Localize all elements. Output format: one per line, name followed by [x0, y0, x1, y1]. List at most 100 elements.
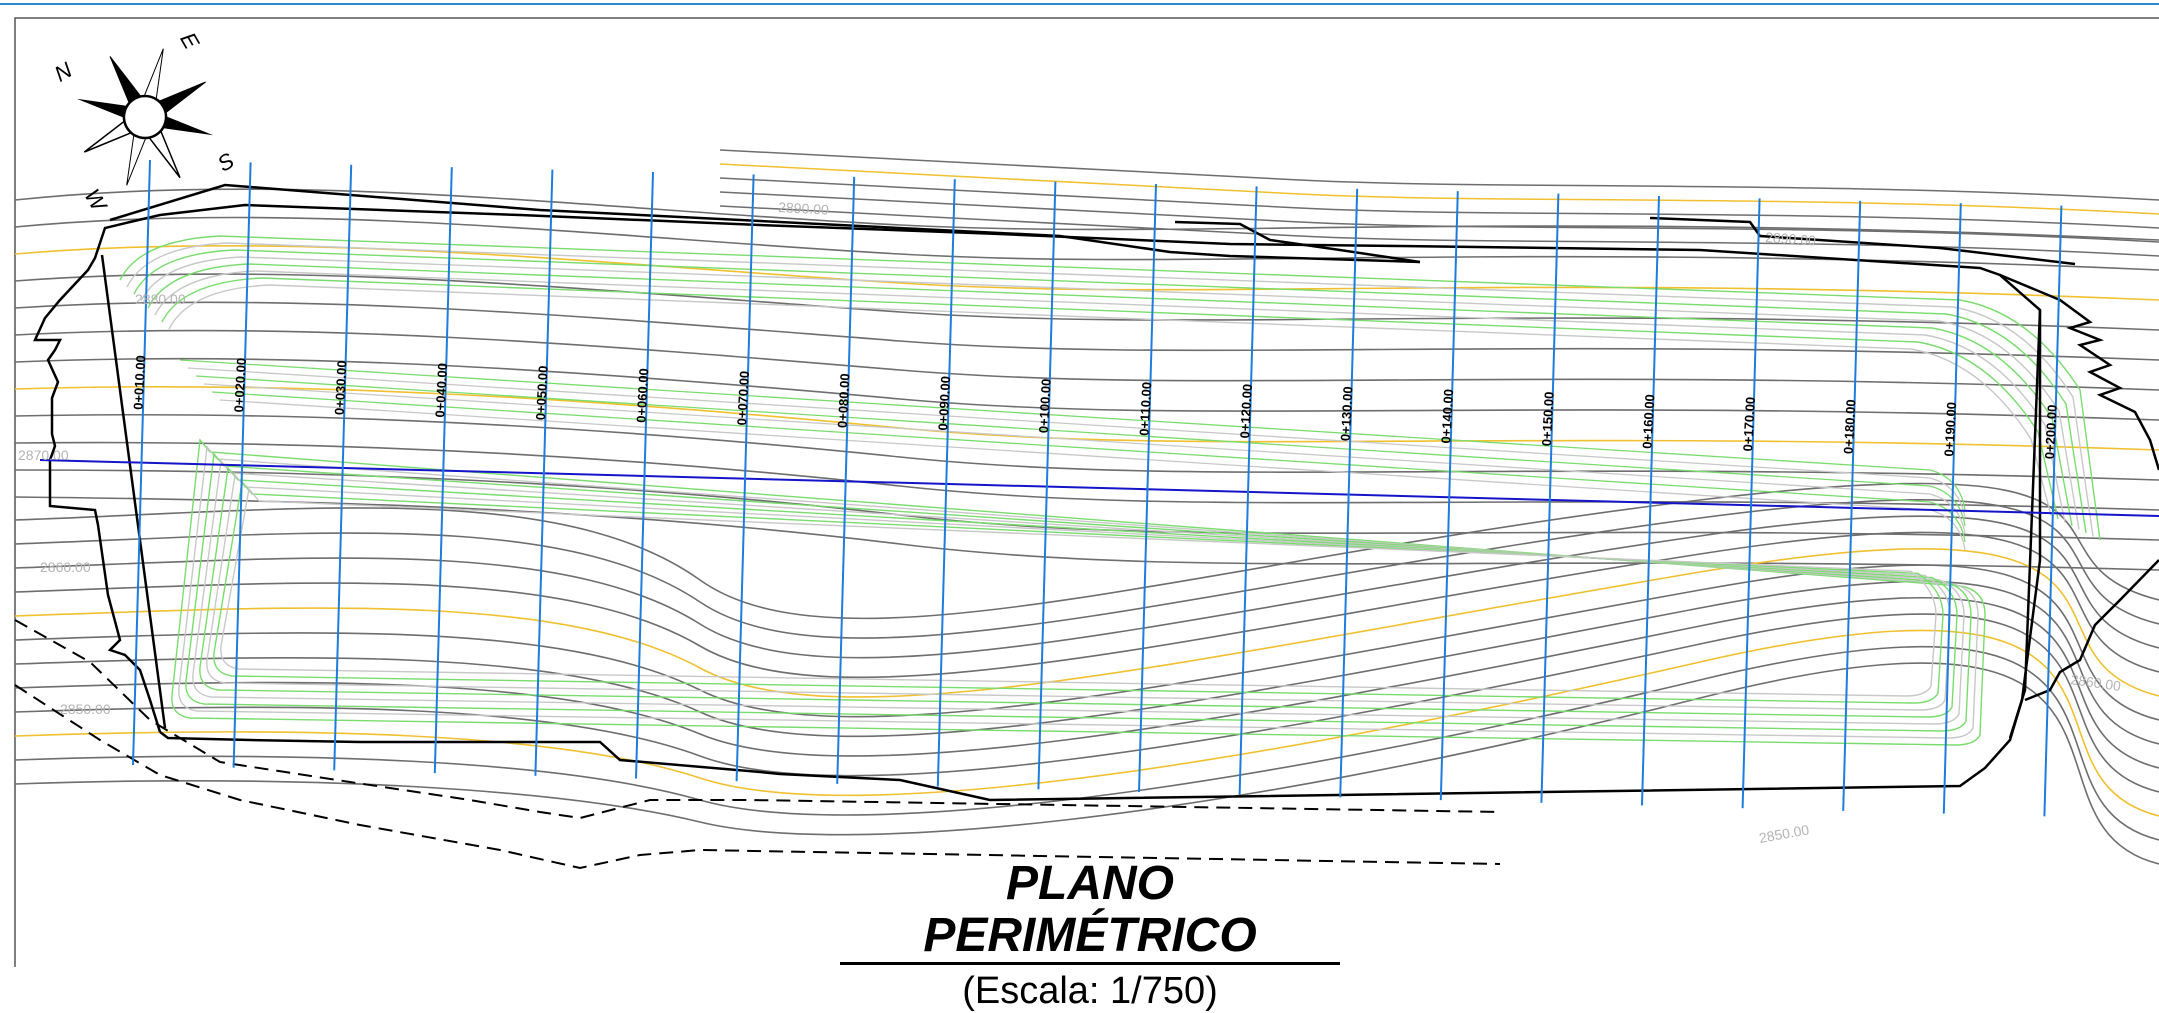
- station-label: 0+100.00: [1036, 378, 1054, 433]
- station-section-line: [333, 164, 353, 771]
- excavation-offset: [199, 466, 1958, 718]
- perimeter-right-edge: [2008, 309, 2042, 739]
- station-section-line: [1540, 193, 1560, 803]
- excavation-offset: [178, 445, 1979, 739]
- station-label: 0+180.00: [1841, 399, 1859, 454]
- station-label: 0+040.00: [432, 363, 450, 418]
- station-section-line: [534, 169, 554, 776]
- contour-line: [14, 645, 2159, 841]
- station-section-line: [132, 159, 151, 766]
- station-label: 0+070.00: [734, 370, 752, 425]
- excavation-offset: [206, 473, 1951, 711]
- station-section-line: [635, 171, 654, 779]
- station-label: 0+080.00: [835, 373, 853, 428]
- excavation-bench: [147, 263, 2073, 527]
- station-label: 0+190.00: [1941, 402, 1959, 457]
- station-section-line: [1439, 191, 1459, 801]
- contour-line: [14, 629, 2159, 817]
- excavation-bench: [168, 284, 2052, 516]
- alignment-axis: [39, 459, 2159, 517]
- station-section-line: [1842, 200, 1862, 811]
- excavation-bench: [119, 235, 2101, 541]
- excavation-offset: [185, 452, 1972, 732]
- contour-line: [719, 177, 2159, 229]
- contour-line: [14, 385, 2159, 451]
- station-label: 0+060.00: [634, 368, 652, 423]
- station-section-line: [836, 176, 856, 784]
- contour-line: [14, 515, 2159, 659]
- perimeter-right-lower: [2024, 559, 2159, 702]
- station-sections: 0+010.00 0+020.00 0+030.00 0+040.00 0+050.00…: [131, 159, 2063, 817]
- contour-line: [14, 216, 2159, 271]
- perimeter-top-edge-1: [109, 183, 1421, 264]
- contour-line: [14, 413, 2159, 481]
- contour-label: 2880.00: [135, 291, 186, 307]
- excavation-offset: [192, 459, 1965, 725]
- perimeter-top-edge-3: [1649, 216, 2076, 266]
- contour-line: [14, 469, 2159, 541]
- station-label: 0+090.00: [935, 376, 953, 431]
- excavation-bench: [126, 242, 2094, 537]
- plan-title: PLANO PERIMÉTRICO: [840, 858, 1340, 965]
- station-section-line: [1339, 188, 1359, 798]
- station-section-line: [1942, 203, 1962, 814]
- contour-label: 2890.00: [778, 199, 830, 218]
- station-label: 0+150.00: [1539, 391, 1557, 446]
- contour-label: 2890.00: [1765, 229, 1817, 249]
- perimeter-outline: [33, 203, 2042, 802]
- excavation-bench: [195, 375, 1966, 527]
- station-section-line: [1238, 186, 1258, 795]
- excavation-bench: [140, 256, 2080, 530]
- contour-line: [14, 357, 2159, 421]
- compass-east-letter: E: [175, 28, 204, 53]
- dashed-boundary: [14, 619, 1501, 870]
- dashed-line-upper: [14, 619, 1501, 820]
- property-perimeter: [33, 183, 2159, 802]
- station-section-line: [1641, 195, 1660, 806]
- excavation-offset: [213, 480, 1944, 704]
- perimeter-right-jag: [1999, 273, 2159, 471]
- compass-south-letter: S: [213, 148, 238, 177]
- contour-label: 2850.00: [60, 701, 111, 717]
- station-section-line: [1037, 181, 1057, 790]
- station-label: 0+170.00: [1740, 396, 1758, 451]
- excavation-bench: [154, 270, 2066, 523]
- contour-label: 2860.00: [40, 559, 91, 575]
- perimeter-plan-drawing: 0+010.00 0+020.00 0+030.00 0+040.00 0+050.00…: [0, 3, 2159, 967]
- compass-north-letter: N: [50, 57, 76, 87]
- contour-line: [14, 499, 2159, 639]
- contour-line: [719, 163, 2159, 215]
- station-label: 0+160.00: [1640, 394, 1658, 449]
- contour-line: [14, 662, 2159, 865]
- station-label: 0+020.00: [231, 357, 249, 412]
- contour-label: 2860.00: [2070, 671, 2123, 694]
- contour-line: [719, 191, 2159, 243]
- contour-line: [14, 596, 2159, 769]
- station-section-line: [2043, 205, 2063, 817]
- perimeter-top-edge-2: [1174, 220, 1421, 264]
- excavation-bench: [179, 359, 1966, 511]
- contour-line: [14, 613, 2159, 793]
- station-label: 0+050.00: [533, 365, 551, 420]
- plan-scale: (Escala: 1/750): [962, 970, 1218, 1012]
- station-label: 0+010.00: [131, 355, 149, 410]
- excavation-platform: [119, 235, 2101, 746]
- station-section-line: [232, 162, 252, 768]
- contour-line: [14, 441, 2159, 511]
- station-section-line: [1741, 198, 1761, 809]
- drawing-border: [14, 17, 2159, 967]
- excavation-offset: [171, 438, 1986, 746]
- station-label: 0+140.00: [1438, 389, 1456, 444]
- excavation-bench: [161, 277, 2059, 520]
- station-label: 0+130.00: [1338, 386, 1356, 441]
- station-section-line: [1138, 183, 1157, 793]
- contour-line: [14, 547, 2159, 698]
- contour-label: 2870.00: [18, 447, 69, 463]
- perimeter-left-edge: [100, 254, 167, 729]
- compass-west-letter: W: [79, 184, 112, 216]
- title-block: PLANO PERIMÉTRICO (Escala: 1/750): [840, 858, 1340, 1013]
- dashed-line-lower: [14, 684, 1501, 870]
- station-label: 0+030.00: [332, 360, 350, 415]
- station-label: 0+110.00: [1137, 382, 1155, 437]
- station-section-line: [936, 179, 956, 787]
